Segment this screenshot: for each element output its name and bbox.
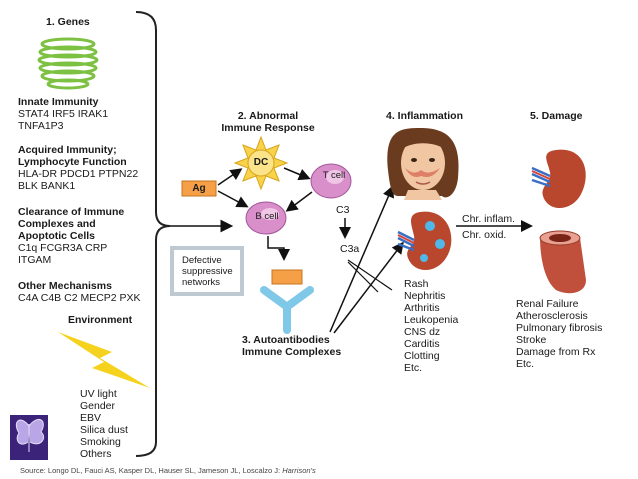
other-mechanisms-genes: C4A C4B C2 MECP2 PXK (18, 292, 141, 304)
genes-title: 1. Genes (46, 16, 90, 28)
acquired-title-line-2: Lymphocyte Function (18, 156, 127, 168)
damage-item: Etc. (516, 358, 535, 370)
inflammation-item: Rash (404, 278, 429, 290)
patient-face-icon (387, 128, 459, 200)
autoantibodies-title-line-2: Immune Complexes (242, 346, 342, 358)
environment-item: EBV (80, 412, 102, 424)
acquired-title-line-1: Acquired Immunity; (18, 144, 117, 156)
artery-icon (539, 230, 586, 294)
autoantigen-box (271, 269, 303, 285)
ag-label: Ag (192, 183, 206, 194)
chronic-oxidation-label: Chr. oxid. (462, 229, 507, 241)
inflammation-item: Carditis (404, 338, 440, 350)
c3a-label: C3a (340, 243, 360, 255)
kidney-inflamed-icon (397, 211, 452, 270)
chronic-inflammation-label: Chr. inflam. (462, 213, 516, 225)
autoantibodies-title-line-1: 3. Autoantibodies (242, 334, 330, 346)
damage-title: 5. Damage (530, 110, 583, 122)
dna-coil-icon (37, 37, 99, 90)
inflammation-item: Clotting (404, 350, 440, 362)
inflammation-item: Nephritis (404, 290, 446, 302)
damage-item: Damage from Rx (516, 346, 596, 358)
environment-item: Others (80, 448, 112, 460)
clearance-title-line-2: Complexes and (18, 218, 96, 230)
dc-label: DC (253, 157, 269, 168)
c3-label: C3 (336, 204, 350, 216)
dendritic-cell-icon (233, 135, 289, 191)
kidney-damaged-icon (531, 149, 586, 208)
antigen-box (181, 180, 217, 197)
defective-line-3: networks (182, 277, 221, 288)
environment-item: Silica dust (80, 424, 128, 436)
defective-line-2: suppressive (182, 266, 233, 277)
source-citation: Source: Longo DL, Fauci AS, Kasper DL, H… (20, 466, 316, 475)
clearance-title-line-3: Apoptotic Cells (18, 230, 96, 242)
innate-immunity-title: Innate Immunity (18, 96, 99, 108)
inflammation-item: Etc. (404, 362, 423, 374)
t-cell-label: T cell (322, 170, 346, 181)
abnormal-immune-title-line-2: Immune Response (221, 122, 315, 134)
b-cell-label: B cell (255, 211, 279, 222)
butterfly-icon (10, 415, 48, 460)
abnormal-immune-title-line-1: 2. Abnormal (237, 110, 299, 122)
innate-genes-line-1: STAT4 IRF5 IRAK1 (18, 108, 109, 120)
damage-item: Renal Failure (516, 298, 579, 310)
acquired-genes-line-1: HLA-DR PDCD1 PTPN22 (18, 168, 139, 180)
environment-item: Smoking (80, 436, 121, 448)
inflammation-item: Arthritis (404, 302, 440, 314)
damage-item: Atherosclerosis (516, 310, 588, 322)
innate-genes-line-2: TNFA1P3 (18, 120, 64, 132)
lightning-icon (58, 332, 150, 388)
inflammation-title: 4. Inflammation (386, 110, 464, 122)
defective-networks-box (170, 246, 244, 296)
clearance-title-line-1: Clearance of Immune (18, 206, 125, 218)
acquired-genes-line-2: BLK BANK1 (18, 180, 76, 192)
other-mechanisms-title: Other Mechanisms (18, 280, 112, 292)
inflammation-item: CNS dz (404, 326, 441, 338)
source-book-title: Harrison's (282, 466, 316, 475)
clearance-genes-line-1: C1q FCGR3A CRP (18, 242, 108, 254)
damage-item: Pulmonary fibrosis (516, 322, 603, 334)
clearance-genes-line-2: ITGAM (18, 254, 52, 266)
environment-item: UV light (80, 388, 117, 400)
environment-title: Environment (68, 314, 133, 326)
genes-bracket (135, 11, 171, 457)
defective-line-1: Defective (182, 255, 222, 266)
inflammation-item: Leukopenia (404, 314, 459, 326)
environment-item: Gender (80, 400, 116, 412)
antibody-icon (260, 286, 314, 334)
damage-item: Stroke (516, 334, 547, 346)
